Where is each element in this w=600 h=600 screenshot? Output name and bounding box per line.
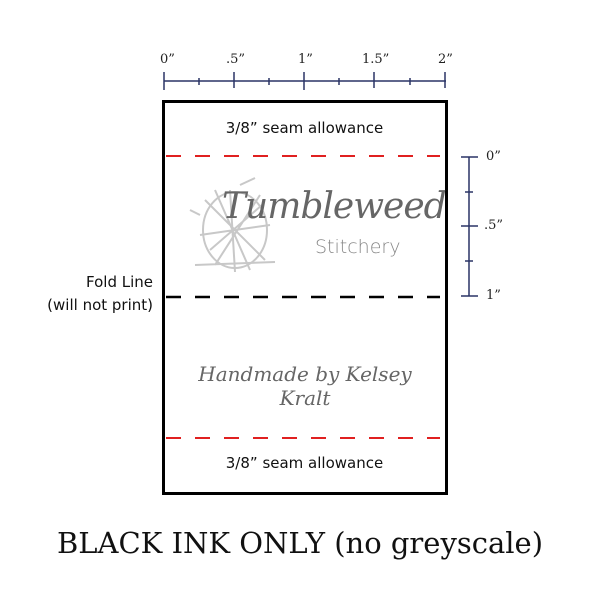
- side-ruler-label: .5”: [484, 218, 504, 233]
- fold-line-label: Fold Line: [86, 273, 153, 291]
- logo-name: Tumbleweed: [222, 186, 447, 227]
- side-ruler: [461, 156, 478, 297]
- ruler-label: .5”: [226, 52, 246, 67]
- fold-line-note: (will not print): [47, 296, 153, 314]
- tumbleweed-icon: [189, 177, 276, 273]
- page-title: BLACK INK ONLY (no greyscale): [56, 526, 544, 560]
- side-ruler-label: 0”: [486, 149, 501, 164]
- handmade-text: Handmade by Kelsey Kralt: [198, 362, 412, 410]
- ruler-label: 1.5”: [362, 52, 390, 67]
- side-ruler-label: 1”: [486, 288, 501, 303]
- logo-sub: Stitchery: [315, 236, 401, 258]
- ruler-label: 0”: [160, 52, 175, 67]
- seam-allowance-bottom: 3/8” seam allowance: [225, 454, 384, 472]
- seam-allowance-top: 3/8” seam allowance: [225, 119, 384, 137]
- ruler-label: 2”: [438, 52, 453, 67]
- ruler-label: 1”: [298, 52, 313, 67]
- label-outline: [162, 100, 448, 495]
